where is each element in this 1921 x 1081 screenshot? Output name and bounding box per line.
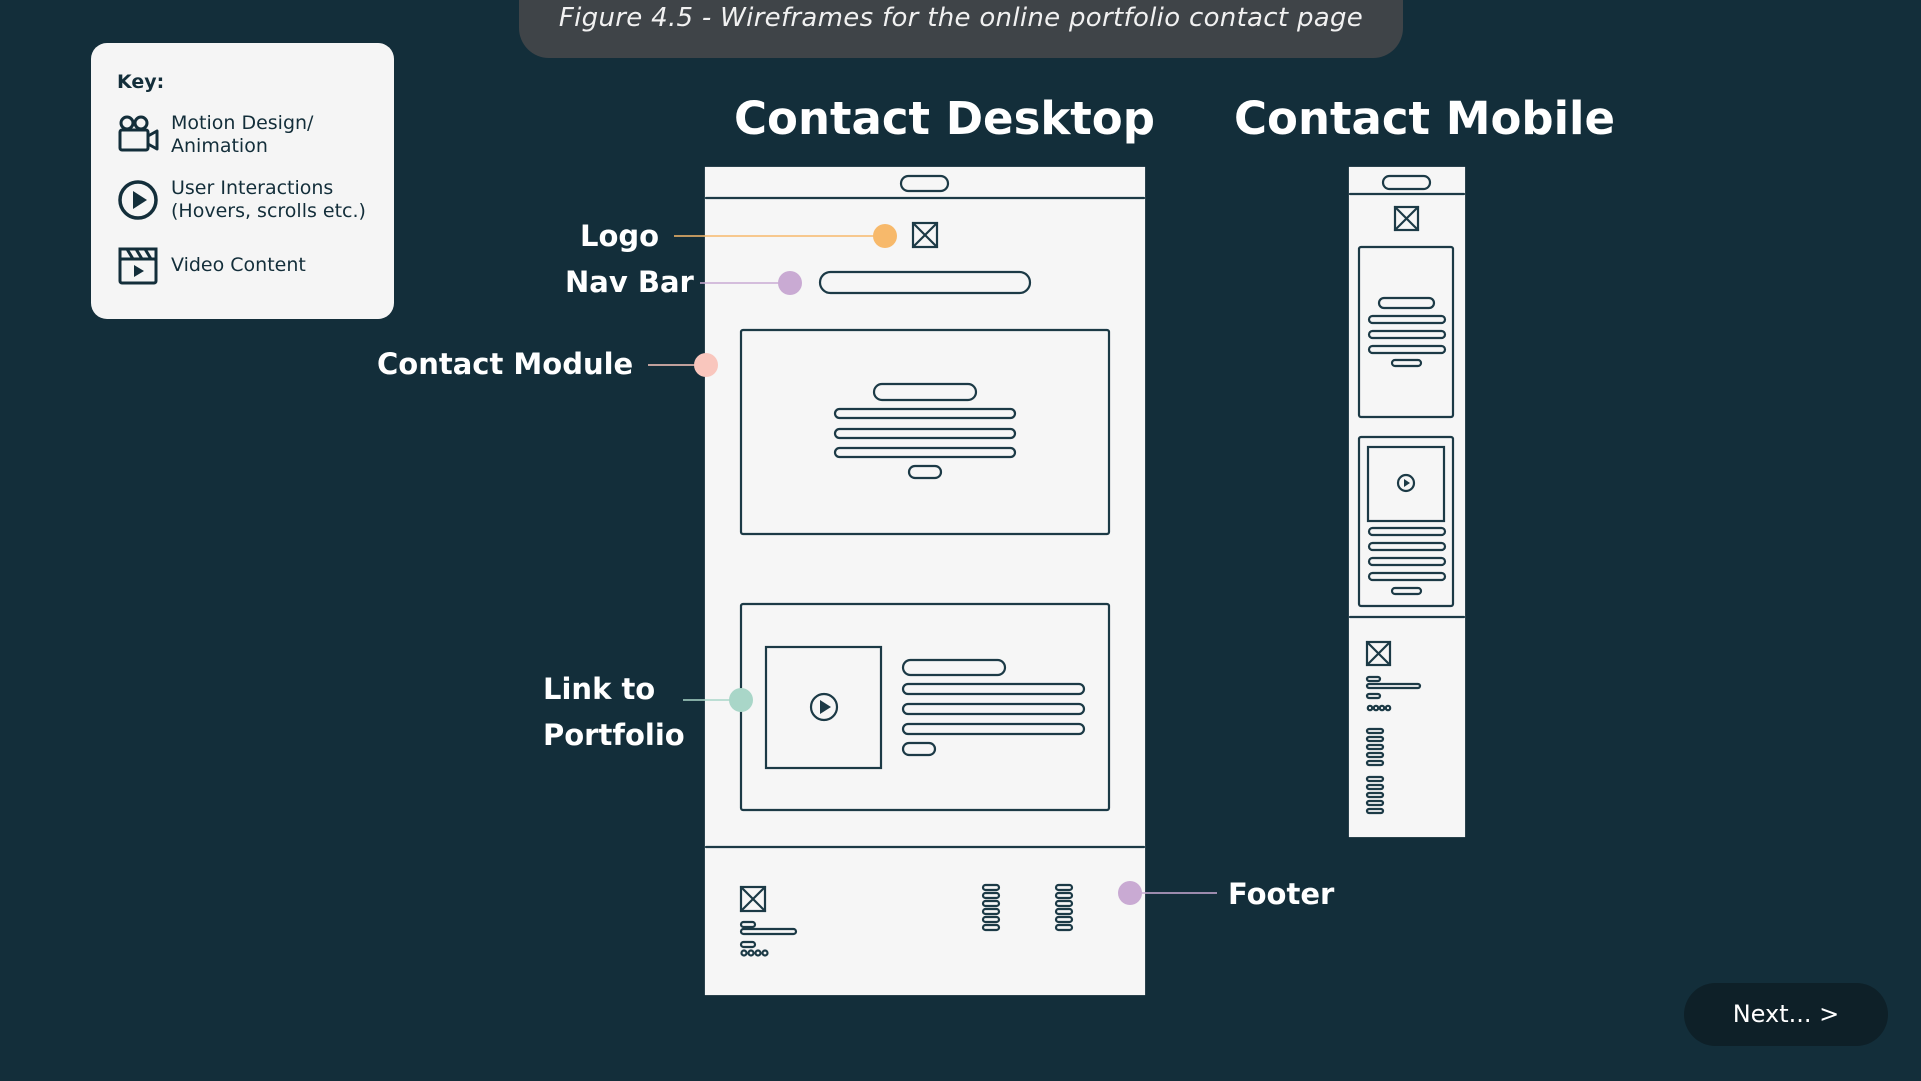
mobile-contact-module (1357, 245, 1455, 419)
label-logo: Logo (580, 219, 660, 253)
key-item-motion-line2: Animation (171, 135, 268, 157)
mobile-footer-links-col1 (1365, 727, 1385, 767)
label-link-line1: Link to (543, 672, 656, 706)
label-link-line2: Portfolio (543, 718, 685, 752)
label-link-to-portfolio: Link to Portfolio (543, 666, 685, 758)
desktop-nav-bar (818, 270, 1032, 295)
key-legend: Key: Motion Design/ Animation User Inter… (91, 43, 394, 319)
key-item-motion: Motion Design/ Animation (171, 112, 313, 158)
desktop-footer-links-col2 (1054, 883, 1074, 932)
label-contact-module: Contact Module (377, 347, 634, 381)
contact-callout-dot (694, 353, 718, 377)
mobile-portfolio-video (1366, 445, 1446, 523)
heading-contact-desktop: Contact Desktop (734, 92, 1155, 145)
desktop-footer-links-col1 (981, 883, 1001, 932)
label-footer: Footer (1228, 877, 1335, 911)
desktop-play-icon (809, 692, 839, 722)
link-callout-dot (729, 688, 753, 712)
mobile-footer-links-col2 (1365, 775, 1385, 815)
desktop-speaker-pill (899, 174, 950, 193)
key-item-motion-line1: Motion Design/ (171, 112, 314, 134)
mobile-portfolio-module (1357, 435, 1455, 608)
mobile-logo-placeholder-icon (1393, 205, 1420, 232)
video-camera-icon (118, 115, 159, 152)
desktop-frame (704, 166, 1146, 996)
logo-callout-dot (873, 224, 897, 248)
key-item-interactions: User Interactions (Hovers, scrolls etc.) (171, 177, 366, 223)
mobile-play-icon (1396, 473, 1416, 493)
key-item-interactions-line2: (Hovers, scrolls etc.) (171, 200, 366, 222)
desktop-logo-placeholder-icon (911, 221, 939, 249)
heading-contact-mobile: Contact Mobile (1234, 92, 1615, 145)
desktop-portfolio-video (764, 645, 883, 770)
play-circle-icon (118, 180, 158, 220)
desktop-footer-logo-icon (739, 885, 767, 913)
nav-callout-dot (778, 271, 802, 295)
figure-caption: Figure 4.5 - Wireframes for the online p… (519, 0, 1403, 58)
mobile-footer-logo-icon (1365, 640, 1392, 667)
key-title: Key: (117, 71, 165, 93)
desktop-contact-module (739, 328, 1111, 536)
clapperboard-icon (118, 247, 158, 285)
footer-callout-dot (1118, 881, 1142, 905)
mobile-speaker-pill (1381, 174, 1432, 191)
label-nav-bar: Nav Bar (565, 265, 694, 299)
key-item-video-line1: Video Content (171, 254, 306, 276)
key-item-interactions-line1: User Interactions (171, 177, 334, 199)
next-button[interactable]: Next... > (1684, 983, 1888, 1046)
key-item-video: Video Content (171, 254, 306, 277)
